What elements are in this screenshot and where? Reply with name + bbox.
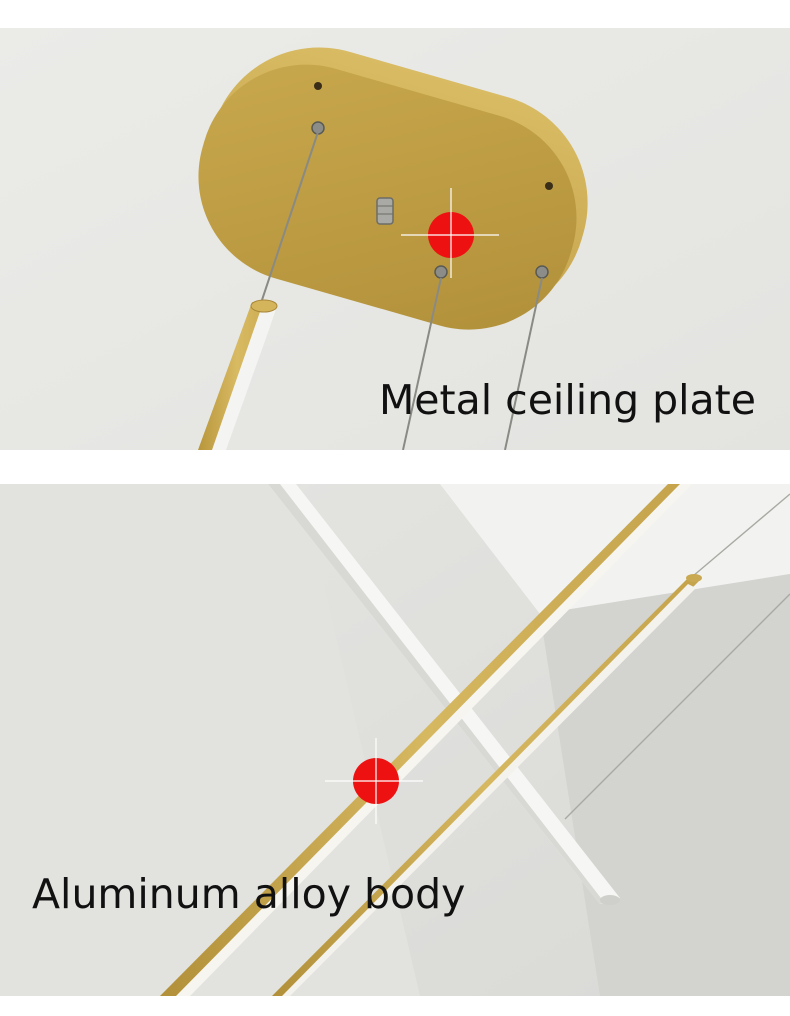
white-light-bar: [268, 484, 620, 905]
ceiling-plate-illustration: [0, 28, 790, 450]
caption-aluminum-alloy-body: Aluminum alloy body: [32, 870, 466, 918]
gold-light-bar-rear: [272, 574, 702, 996]
aluminum-body-illustration: [0, 484, 790, 996]
highlight-marker: [325, 738, 423, 824]
ceiling-plate: [198, 47, 588, 330]
highlight-marker: [401, 188, 499, 278]
aluminum-body-photo: Aluminum alloy body: [0, 484, 790, 996]
suspension-cables-lower: [564, 493, 790, 820]
caption-metal-ceiling-plate: Metal ceiling plate: [378, 376, 756, 424]
hanging-tube: [198, 299, 278, 450]
suspension-cables: [261, 131, 543, 450]
ceiling-plate-photo: Metal ceiling plate: [0, 28, 790, 450]
gold-light-bar-front: [160, 484, 692, 996]
